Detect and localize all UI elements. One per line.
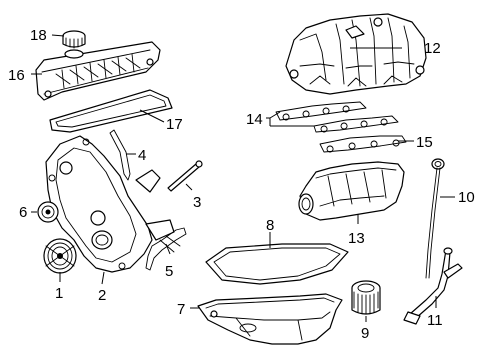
oil-pan-gasket (205, 243, 349, 285)
idler-pulley (37, 201, 59, 223)
leader-lines (31, 34, 455, 322)
callout-9: 9 (361, 325, 369, 342)
cover-bolt (167, 160, 203, 192)
timing-cover (45, 135, 175, 273)
oil-pan (197, 293, 343, 345)
callout-14: 14 (246, 111, 263, 128)
callout-15: 15 (416, 134, 433, 151)
oil-filter (351, 280, 381, 315)
callout-1: 1 (55, 285, 63, 302)
lower-intake-manifold (298, 161, 405, 221)
callout-3: 3 (193, 194, 201, 211)
callout-7: 7 (177, 301, 185, 318)
callout-13: 13 (348, 230, 365, 247)
callout-4: 4 (138, 147, 146, 164)
valve-cover-gasket (49, 89, 173, 133)
callout-11: 11 (427, 312, 443, 329)
oil-filler-cap (62, 30, 86, 49)
dipstick-tube (403, 247, 463, 325)
callout-12: 12 (424, 40, 441, 57)
oil-dipstick (425, 158, 445, 279)
callout-10: 10 (458, 189, 475, 206)
intake-manifold-gasket-upper (275, 101, 399, 133)
intake-manifold-gasket-lower (319, 135, 407, 153)
callout-labels: 1 2 3 4 5 6 7 8 9 10 11 12 13 14 15 16 1… (8, 27, 475, 342)
callout-17: 17 (166, 116, 183, 133)
crankshaft-seal (91, 230, 113, 250)
crankshaft-pulley (43, 238, 77, 274)
callout-5: 5 (165, 263, 173, 280)
front-cover-gasket (109, 129, 131, 181)
valve-cover (35, 41, 161, 101)
callout-18: 18 (30, 27, 47, 44)
callout-2: 2 (98, 287, 106, 304)
callout-16: 16 (8, 67, 25, 84)
callout-8: 8 (266, 217, 274, 234)
upper-intake-manifold (285, 13, 427, 95)
callout-6: 6 (19, 204, 27, 221)
